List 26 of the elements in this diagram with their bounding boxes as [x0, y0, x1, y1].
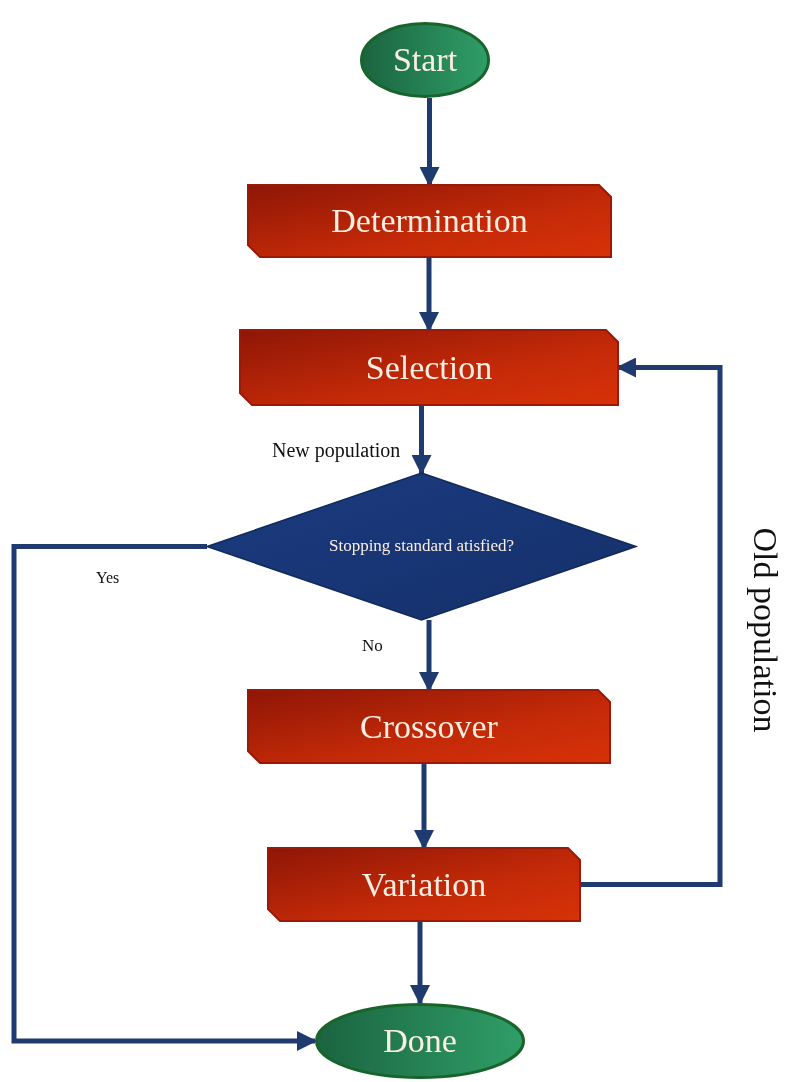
start-terminal — [360, 22, 490, 98]
edge-label: No — [362, 637, 383, 654]
arrow — [410, 921, 430, 1005]
node-label: Start — [392, 41, 458, 79]
node-label: Done — [383, 1022, 457, 1060]
process-box — [248, 690, 610, 763]
arrow — [419, 98, 440, 187]
decision-diamond — [207, 473, 636, 620]
arrow — [419, 620, 439, 692]
arrow — [411, 405, 432, 475]
end-terminal — [315, 1003, 525, 1079]
node-label: Crossover — [360, 707, 498, 746]
arrow — [580, 357, 723, 887]
edge-label: Yes — [96, 570, 120, 586]
process-box — [268, 848, 580, 921]
process-box — [248, 185, 611, 257]
arrow — [414, 763, 434, 850]
arrow — [11, 544, 317, 1051]
node-label: Determination — [331, 202, 528, 240]
arrow — [419, 257, 439, 332]
node-label: Selection — [365, 348, 493, 387]
decision-text: Stopping standard atisfied? — [328, 537, 515, 556]
process-box — [240, 330, 618, 405]
node-label: Variation — [361, 865, 487, 904]
edge-label: New population — [272, 440, 401, 460]
edge-label: Old population — [748, 527, 782, 733]
